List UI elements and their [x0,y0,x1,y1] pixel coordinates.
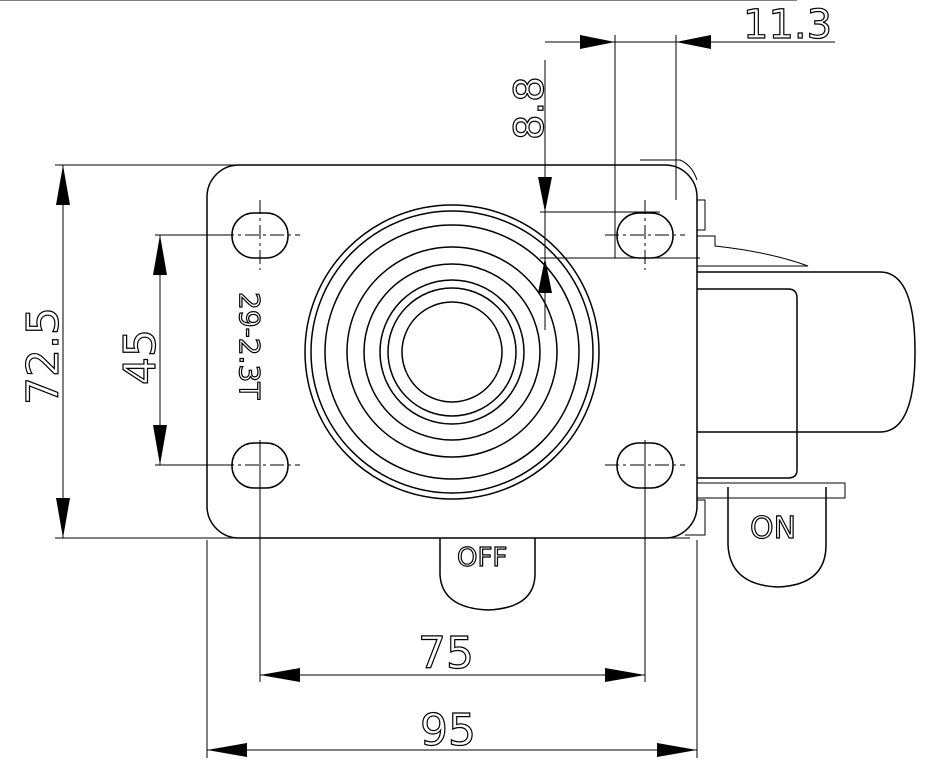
svg-text:75: 75 [418,628,474,679]
wheel-side [0,0,916,499]
swivel-bearing [304,204,600,500]
brake-off-tab: OFF [439,538,536,611]
svg-text:11.3: 11.3 [743,2,832,48]
svg-text:72.5: 72.5 [18,307,69,405]
brake-off-label: OFF [457,543,507,573]
dimension-offset-side: 8.8 [506,60,700,330]
dimension-height: 72.5 [17,164,690,539]
plate-marking: 29-2.3T [233,292,266,400]
dimension-hole-horizontal: 75 [259,440,646,682]
svg-text:8.8: 8.8 [507,76,553,140]
brake-on-tab: ON [727,487,827,588]
svg-text:45: 45 [115,329,166,385]
svg-text:95: 95 [420,705,476,756]
dimension-hole-vertical: 45 [114,234,230,466]
dimension-offset-top: 11.3 [545,1,835,258]
dimension-width: 95 [206,540,698,758]
brake-on-label: ON [750,511,796,546]
